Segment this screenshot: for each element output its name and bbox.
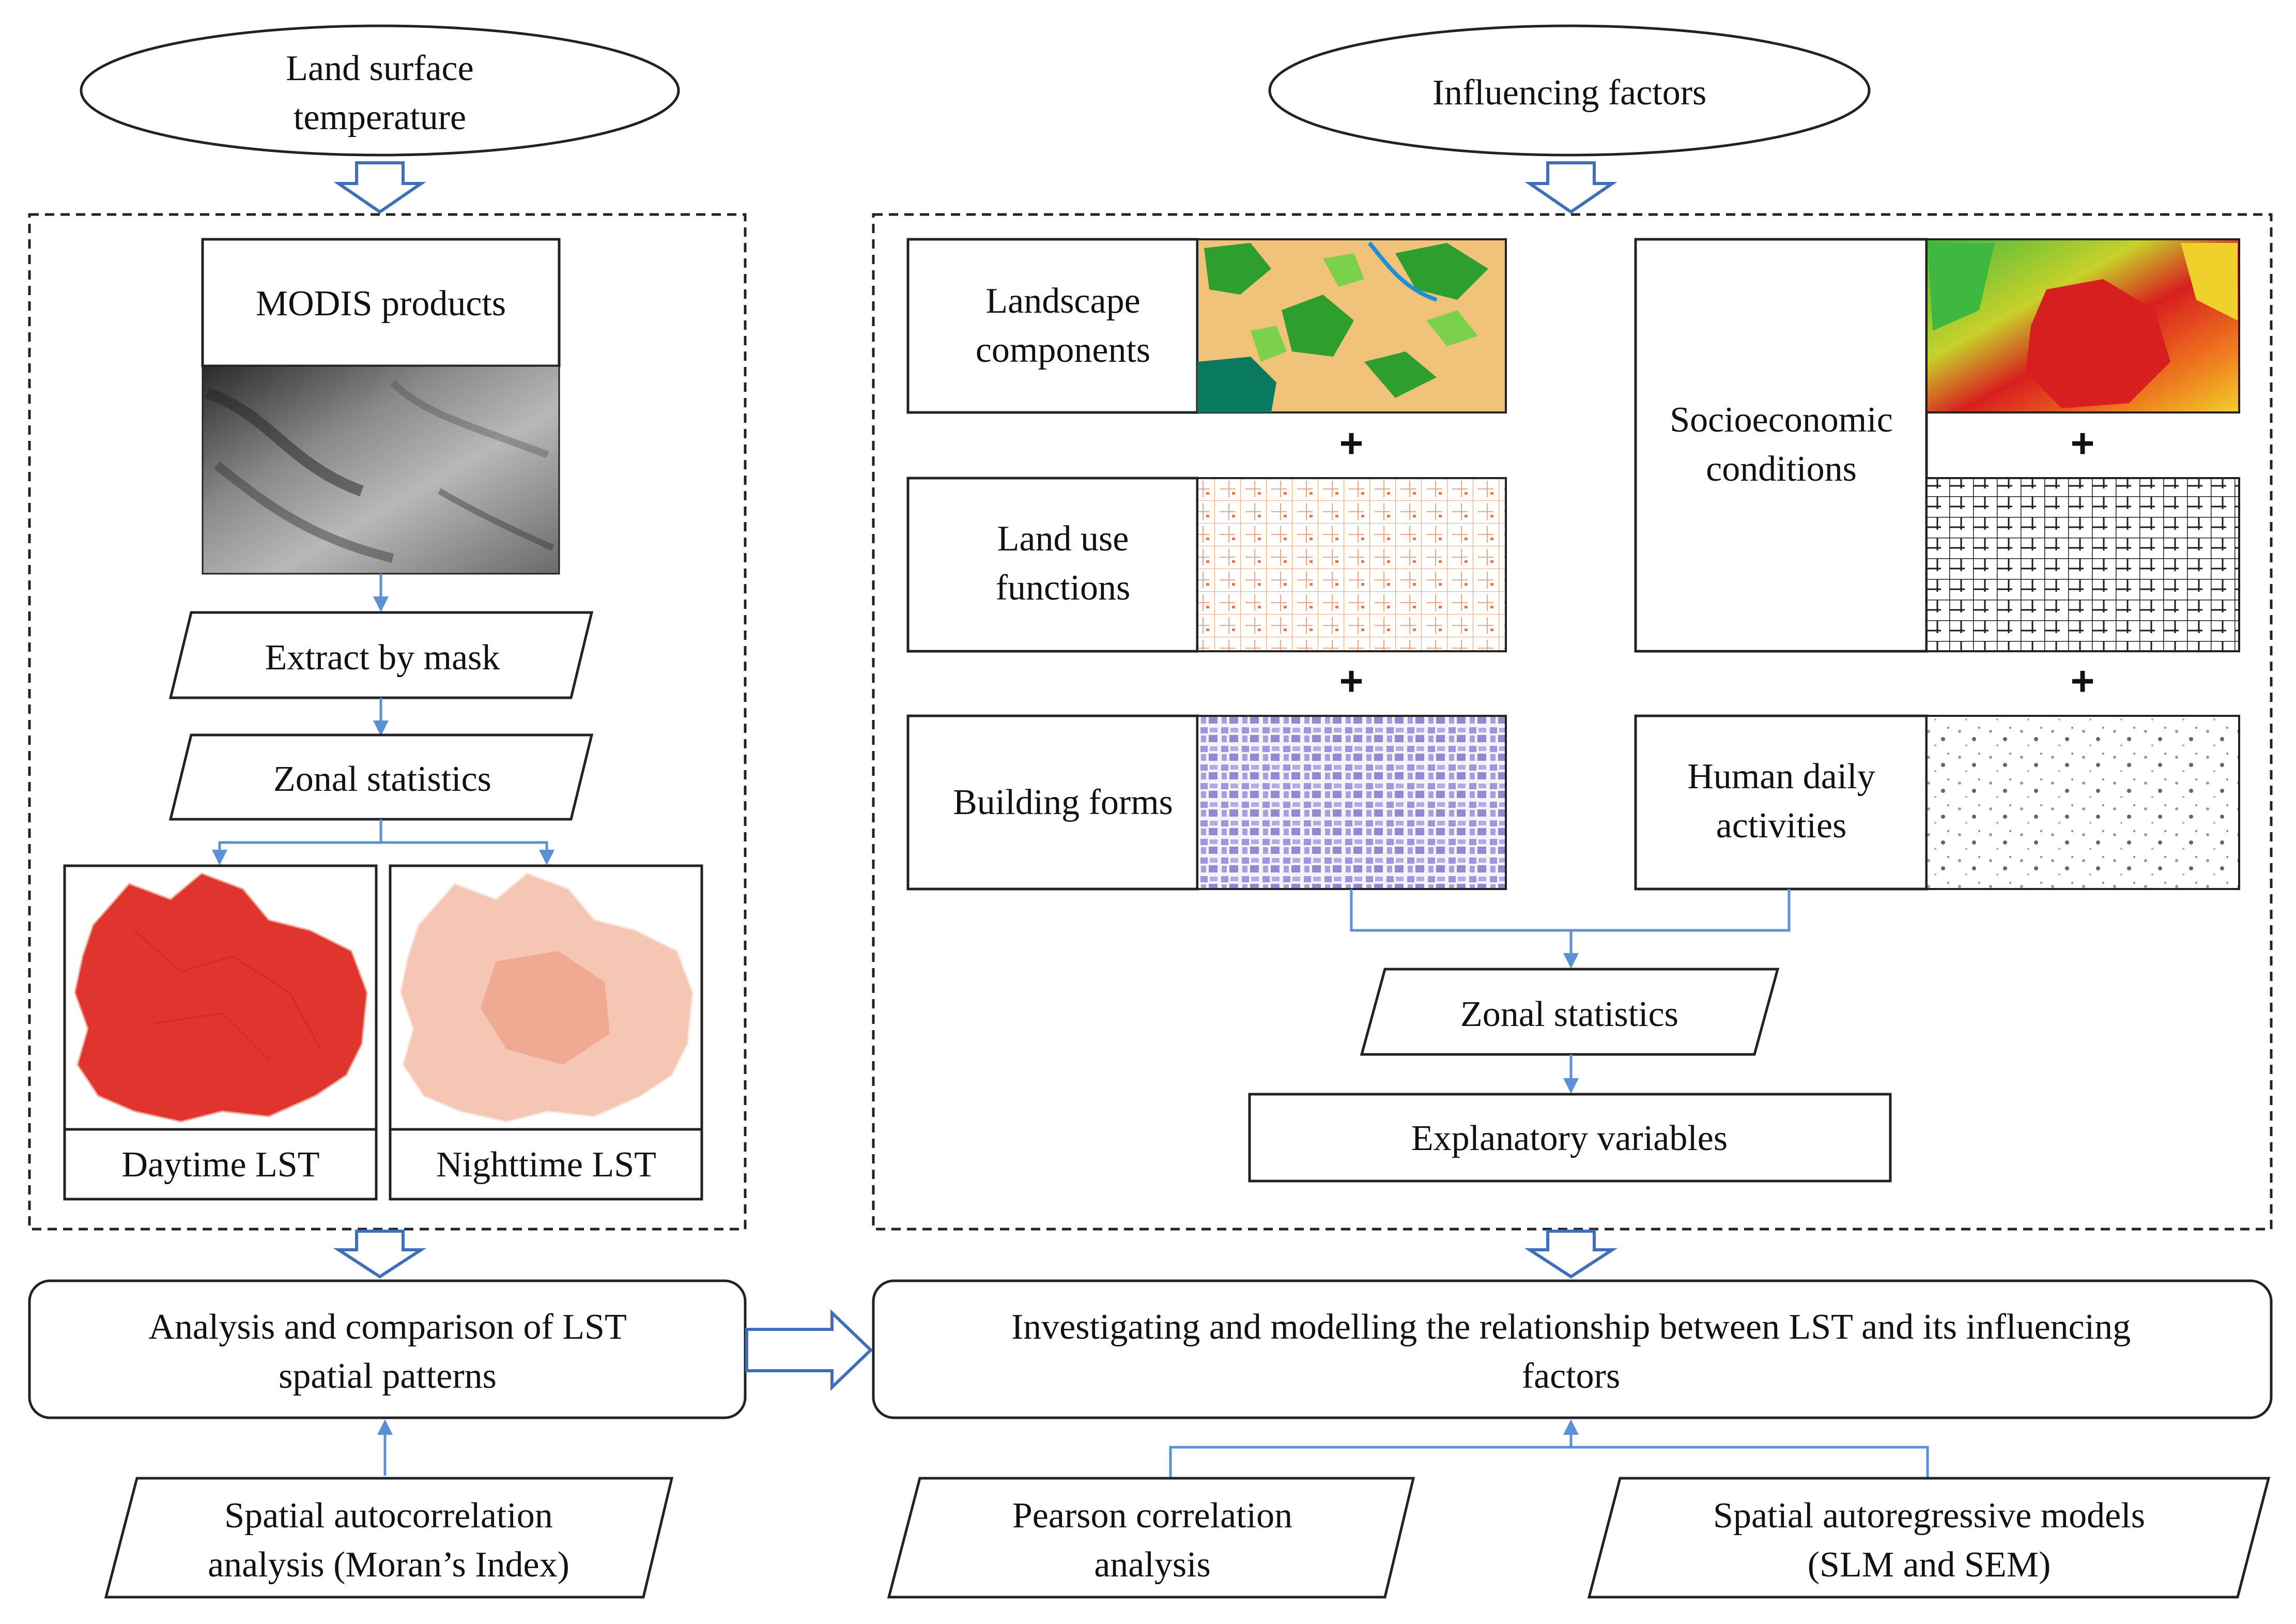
spatial-autocorrelation-parallelogram: Spatial autocorrelation analysis (Moran’… [104,1477,674,1599]
left-zonal-statistics-parallelogram: Zonal statistics [168,733,594,821]
socio-line1: Socioeconomic [1670,400,1893,440]
right-source-ellipse: Influencing factors [1268,24,1871,157]
modis-products-box [201,238,561,367]
right-source-label: Influencing factors [1432,73,1707,113]
left-source-line2: temperature [294,98,466,137]
building-forms-map [1196,715,1507,890]
sar-line1: Spatial autoregressive models [1713,1496,2145,1536]
socioeconomic-conditions-box [1634,238,1928,653]
pearson-line1: Pearson correlation [1012,1496,1292,1536]
moran-line2: analysis (Moran’s Index) [208,1545,569,1585]
modis-satellite-image [202,365,560,575]
analysis-line2: spatial patterns [279,1356,497,1396]
explanatory-variables-box [1248,1093,1892,1183]
left-source-ellipse: Land surface temperature [80,24,680,157]
landuse-line2: functions [996,568,1131,608]
explanatory-variables-label: Explanatory variables [1411,1119,1728,1158]
spatial-autoregressive-parallelogram: Spatial autoregressive models (SLM and S… [1587,1477,2271,1599]
right-dashed-frame [872,213,2273,1231]
analysis-line1: Analysis and comparison of LST [148,1307,626,1347]
plus-icon: + [2071,420,2095,466]
connector-factors [1350,889,1791,932]
human-line1: Human daily [1687,757,1875,796]
extract-by-mask-parallelogram: Extract by mask [168,611,594,699]
land-use-functions-box [906,477,1199,653]
socioeconomic-heat-map [1925,238,2240,413]
daytime-lst-label: Daytime LST [122,1145,320,1185]
hollow-down-arrow-icon [333,1230,427,1279]
modis-products-label: MODIS products [256,284,506,324]
hollow-down-arrow-icon [333,161,426,214]
socio-line2: conditions [1706,449,1857,489]
moran-line1: Spatial autocorrelation [224,1496,553,1536]
arrow-zonal-to-day [212,819,382,865]
hollow-down-arrow-icon [1524,1230,1618,1279]
pearson-correlation-parallelogram: Pearson correlation analysis [887,1477,1415,1599]
daytime-lst-map [74,872,368,1123]
landscape-line1: Landscape [985,281,1140,321]
plus-icon: + [1339,658,1364,704]
extract-by-mask-label: Extract by mask [265,638,500,678]
socioeconomic-road-network-map [1925,477,2240,652]
human-line2: activities [1716,806,1847,846]
sar-line2: (SLM and SEM) [1808,1545,2051,1585]
analysis-comparison-box [28,1279,747,1419]
modelling-line2: factors [1522,1356,1620,1396]
connector-methods [1169,1446,1929,1478]
right-zonal-statistics-parallelogram: Zonal statistics [1360,968,1780,1056]
nighttime-lst-label: Nighttime LST [436,1145,656,1185]
human-daily-activities-map [1925,715,2240,890]
land-use-functions-map [1196,477,1507,652]
plus-icon: + [2071,658,2095,704]
hollow-right-arrow-icon [745,1309,873,1391]
modelling-relationship-box [872,1279,2273,1419]
human-daily-activities-box [1634,714,1928,891]
building-forms-box [906,714,1199,891]
left-source-line1: Land surface [286,49,473,88]
landuse-line1: Land use [997,519,1129,559]
hollow-down-arrow-icon [1524,161,1617,214]
left-dashed-frame [28,213,747,1231]
landscape-components-box [906,238,1199,414]
right-zonal-statistics-label: Zonal statistics [1460,994,1678,1034]
left-zonal-statistics-label: Zonal statistics [273,759,491,799]
modelling-line1: Investigating and modelling the relation… [1011,1307,2131,1347]
landscape-line2: components [976,330,1150,370]
arrow-zonal-to-night [381,841,554,865]
landscape-components-map [1196,238,1507,413]
plus-icon: + [1339,420,1364,466]
building-forms-label: Building forms [953,783,1173,822]
pearson-line2: analysis [1094,1545,1211,1585]
